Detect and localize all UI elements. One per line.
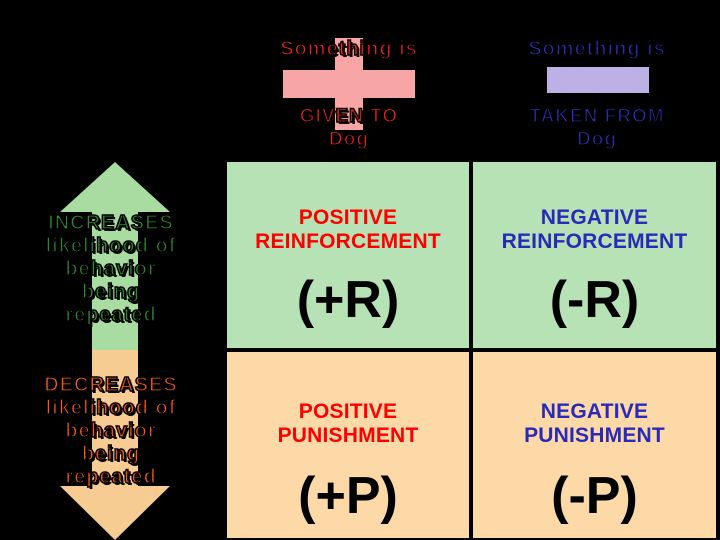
cell-symbol: (+P)	[298, 467, 398, 525]
cell-negative-reinforcement: NEGATIVE REINFORCEMENT (-R)	[471, 160, 718, 350]
decreases-line-5: repeated	[65, 465, 157, 489]
increases-line-3: behavior	[65, 257, 157, 281]
increases-line-5: repeated	[65, 303, 157, 327]
cell-symbol: (+R)	[296, 271, 400, 329]
decreases-label: DECREASES likelihood of behavior being r…	[10, 373, 212, 489]
increases-line-4: being	[81, 280, 141, 304]
taken-header-title: Something is	[527, 37, 666, 61]
up-arrow-icon	[60, 162, 170, 352]
cell-symbol: (-R)	[549, 271, 640, 329]
taken-header-sub1: TAKEN FROM	[529, 106, 665, 128]
decreases-line-1: DECREASES	[44, 373, 178, 397]
cell-type-positive: POSITIVE	[298, 206, 398, 229]
cell-name-punishment: PUNISHMENT	[524, 424, 665, 447]
increases-label: INCREASES likelihood of behavior being r…	[10, 211, 212, 327]
minus-icon	[547, 67, 649, 93]
taken-header: Something is TAKEN FROM Dog	[480, 34, 714, 156]
given-header: Something is GIVEN TO Dog	[232, 34, 466, 156]
cell-positive-reinforcement: POSITIVE REINFORCEMENT (+R)	[225, 160, 471, 350]
cell-name-punishment: PUNISHMENT	[277, 424, 419, 447]
down-arrow-icon	[60, 350, 170, 540]
given-header-sub1: GIVEN TO	[299, 106, 399, 128]
decreases-line-4: being	[81, 442, 141, 466]
cell-name-reinforcement: REINFORCEMENT	[501, 230, 688, 253]
decreases-line-2: likelihood of	[45, 396, 177, 420]
cell-type-negative: NEGATIVE	[540, 400, 649, 423]
increases-line-1: INCREASES	[47, 211, 174, 235]
cell-name-reinforcement: REINFORCEMENT	[255, 230, 441, 253]
cell-symbol: (-P)	[551, 467, 638, 525]
cell-type-positive: POSITIVE	[298, 400, 398, 423]
decreases-line-3: behavior	[65, 419, 157, 443]
increases-line-2: likelihood of	[45, 234, 177, 258]
cell-negative-punishment: NEGATIVE PUNISHMENT (-P)	[471, 350, 718, 540]
given-header-title: Something is	[279, 37, 418, 61]
plus-icon	[283, 38, 415, 130]
cell-type-negative: NEGATIVE	[540, 206, 649, 229]
cell-positive-punishment: POSITIVE PUNISHMENT (+P)	[225, 350, 471, 540]
taken-header-sub2: Dog	[576, 129, 617, 151]
given-header-sub2: Dog	[328, 129, 369, 151]
